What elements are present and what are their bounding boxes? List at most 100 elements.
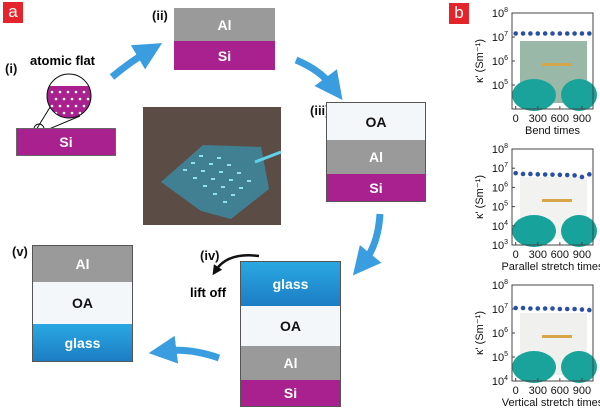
- data-point: [572, 306, 577, 312]
- lift-off-arrow: [212, 254, 260, 276]
- process-arrows: [109, 43, 384, 364]
- step-i-label: (i): [5, 61, 18, 76]
- data-point: [528, 31, 533, 36]
- y-tick-label: 105: [492, 201, 508, 214]
- data-point: [550, 31, 555, 36]
- step-iv-label: (iv): [200, 248, 220, 263]
- y-axis-label: κ' (Sm⁻¹): [474, 39, 486, 83]
- data-point: [564, 306, 570, 312]
- y-tick-label: 107: [492, 31, 508, 44]
- y-tick-label: 108: [492, 7, 508, 20]
- layer-oa: OA: [327, 103, 425, 140]
- y-axis-label: κ' (Sm⁻¹): [474, 175, 486, 219]
- y-tick-label: 107: [492, 303, 508, 316]
- data-point: [528, 306, 533, 311]
- device-photo: [143, 107, 281, 225]
- y-tick-label: 103: [492, 239, 508, 252]
- layer-glass: glass: [33, 324, 132, 361]
- data-point: [535, 306, 541, 311]
- stack-v: Al OA glass: [32, 245, 133, 362]
- data-point: [520, 31, 526, 36]
- layer-si: Si: [174, 41, 275, 70]
- layer-al: Al: [241, 346, 340, 380]
- layer-oa: OA: [241, 306, 340, 346]
- y-axis-label: κ' (Sm⁻¹): [474, 311, 486, 355]
- data-point: [564, 172, 570, 178]
- data-point: [550, 172, 555, 177]
- x-tick-label: 900: [573, 249, 591, 261]
- inset-photo: [512, 177, 597, 247]
- data-point: [550, 306, 555, 311]
- data-point: [535, 172, 541, 177]
- data-point: [535, 31, 541, 36]
- y-tick-label: 107: [492, 162, 508, 175]
- x-axis-label: Vertical stretch times: [502, 397, 600, 408]
- stack-iii: OA Al Si: [326, 102, 426, 202]
- layer-al: Al: [327, 140, 425, 174]
- data-point: [513, 305, 518, 311]
- inset-photo: [512, 313, 597, 383]
- arrow-i-to-ii: [109, 43, 163, 80]
- y-tick-label: 106: [492, 55, 508, 68]
- atomic-flat-label: atomic flat: [30, 53, 96, 68]
- panel-a-label: a: [3, 2, 23, 23]
- y-tick-label: 106: [492, 327, 508, 340]
- data-point: [520, 305, 526, 311]
- data-point: [528, 171, 533, 177]
- panel-b-label: b: [449, 3, 469, 24]
- y-tick-label: 108: [492, 279, 508, 292]
- data-point: [513, 170, 518, 176]
- x-tick-label: 600: [551, 113, 569, 125]
- inset-photo: [512, 41, 597, 111]
- y-tick-label: 106: [492, 181, 508, 194]
- y-tick-label: 105: [492, 351, 508, 364]
- data-point: [579, 174, 585, 180]
- data-point: [557, 31, 563, 36]
- layer-si: Si: [17, 129, 115, 155]
- data-point: [587, 172, 592, 177]
- data-point: [572, 173, 577, 178]
- data-point: [579, 307, 585, 312]
- layer-oa: OA: [33, 282, 132, 324]
- step-iii-label: (iii): [310, 103, 330, 118]
- y-tick-label: 108: [492, 143, 508, 156]
- x-axis-label: Bend times: [525, 125, 581, 136]
- x-tick-label: 300: [529, 113, 547, 125]
- y-tick-label: 104: [492, 375, 508, 388]
- data-point: [587, 31, 592, 36]
- data-point: [557, 306, 563, 312]
- x-axis-label: Parallel stretch times: [501, 261, 600, 272]
- arrow-iv-to-v: [148, 335, 221, 364]
- stack-i: Si: [16, 128, 116, 156]
- lift-off-label: lift off: [190, 285, 227, 300]
- plot-frame: [511, 148, 594, 246]
- data-point: [542, 31, 548, 36]
- layer-si: Si: [327, 174, 425, 201]
- layer-al: Al: [33, 246, 132, 282]
- x-tick-label: 900: [573, 385, 591, 397]
- x-tick-label: 300: [529, 249, 547, 261]
- data-point: [572, 31, 577, 36]
- data-point: [579, 31, 585, 36]
- data-point: [513, 31, 518, 36]
- x-tick-label: 900: [573, 113, 591, 125]
- atomic-flat-magnifier: [33, 73, 92, 135]
- data-point: [587, 307, 592, 313]
- stack-ii: Al Si: [174, 4, 275, 70]
- data-point: [542, 306, 548, 311]
- arrow-iii-to-iv: [352, 213, 384, 276]
- layer-glass: glass: [241, 262, 340, 306]
- y-tick-label: 104: [492, 220, 508, 233]
- arrow-ii-to-iii: [294, 56, 343, 100]
- x-tick-label: 0: [513, 113, 519, 125]
- step-ii-label: (ii): [152, 8, 168, 23]
- x-tick-label: 600: [551, 385, 569, 397]
- layer-si: Si: [241, 380, 340, 406]
- x-tick-label: 0: [513, 385, 519, 397]
- stack-iv: glass OA Al Si: [240, 261, 341, 407]
- data-point: [557, 172, 563, 178]
- x-tick-label: 0: [513, 249, 519, 261]
